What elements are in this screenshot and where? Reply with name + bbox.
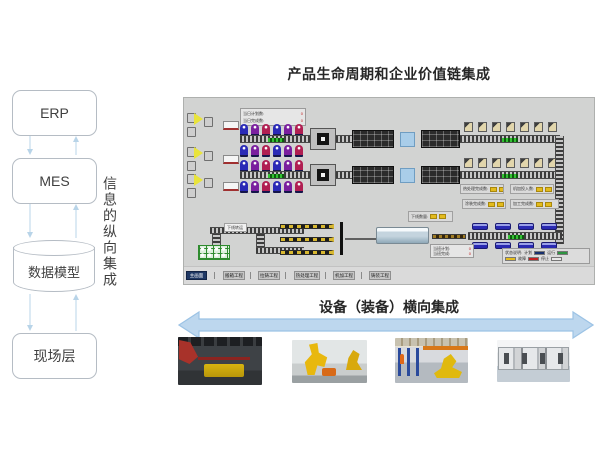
scada-screenshot: 当日计划数: 0 当日完成数: 0 (183, 97, 595, 285)
robot-station-row (464, 158, 557, 168)
data-model-label: 数据模型 (27, 265, 80, 280)
buffer-conveyor (280, 237, 334, 242)
conveyor-belt (460, 171, 560, 179)
horizontal-double-arrow (178, 310, 594, 340)
yellow-die (204, 364, 244, 377)
erp-node: ERP (12, 90, 97, 136)
legend-swatch-fault (528, 257, 539, 261)
workpiece-carrier-row (240, 181, 303, 193)
data-model-cylinder: 数据模型 (13, 240, 95, 292)
vertical-conveyor (212, 227, 221, 251)
station-status-label: 加工完成数: (510, 199, 559, 209)
press-machine-icon (310, 164, 336, 186)
cooling-station (400, 168, 415, 183)
info-row1-value: 0 (300, 111, 303, 116)
photo-cnc-machines (497, 340, 570, 382)
workpiece-carrier-row (240, 124, 303, 136)
conveyor-belt (240, 135, 312, 143)
photo-stamping-press (178, 337, 262, 385)
info-row2-value: 0 (300, 118, 303, 123)
status-legend: 状态说明: 计划 运行 故障 停止 (502, 248, 590, 264)
field-layer-label: 现场层 (33, 348, 76, 364)
roller-conveyor (432, 234, 466, 239)
legend-swatch-idle (505, 257, 516, 261)
field-layer-node: 现场层 (12, 333, 97, 379)
legend-swatch-stop (551, 257, 562, 261)
conveyor-belt (240, 171, 312, 179)
transfer-label: 下线转运 (224, 223, 247, 232)
mes-node: MES (12, 158, 97, 204)
legend-title: 状态说明: (505, 250, 523, 255)
transfer-rail (345, 238, 376, 240)
conveyor-belt (336, 171, 354, 179)
shift-counter-box: 当班计划:0 当班完成:0 (430, 244, 474, 258)
nav-button-casting[interactable]: 拉铸工程 (258, 271, 280, 280)
agv-row (472, 223, 557, 230)
workpiece-carrier-row (240, 145, 303, 157)
info-row2-label: 当日完成数: (243, 118, 265, 123)
line-stop-bar (340, 222, 343, 255)
mes-label: MES (39, 173, 70, 189)
furnace-block (352, 166, 394, 184)
cylinder-top (13, 240, 95, 256)
robot-station-row (464, 122, 557, 132)
nav-button-main[interactable]: 主画面 (186, 271, 207, 280)
scada-title: 产品生命周期和企业价值链集成 (287, 66, 491, 82)
conveyor-belt (336, 135, 354, 143)
nav-button-machining[interactable]: 机加工程 (333, 271, 355, 280)
station-status-label: 涂装完成数: (462, 199, 506, 209)
vertical-conveyor (555, 136, 564, 244)
melting-station-icons (187, 113, 243, 137)
scada-nav-bar: 主画面 搬箱工程 拉铸工程 热处理工程 机加工程 铸装工程 (184, 266, 594, 284)
buffer-conveyor (280, 224, 334, 229)
press-machine-icon (310, 128, 336, 150)
horizontal-integration-label: 设备（装备）横向集成 (319, 299, 459, 315)
photo-assembly-line (395, 338, 468, 383)
furnace-block (352, 130, 394, 148)
station-status-label: 下线数量: (408, 211, 453, 222)
station-status-label: 热处理完成数: (460, 184, 504, 194)
nav-button-heat-treatment[interactable]: 热处理工程 (294, 271, 320, 280)
cooling-tunnel (376, 227, 429, 244)
furnace-block (421, 166, 460, 184)
furnace-block (421, 130, 460, 148)
legend-swatch-plan (534, 251, 546, 255)
conveyor-belt (468, 232, 562, 240)
legend-swatch-run (557, 251, 569, 255)
conveyor-belt (210, 227, 304, 234)
vertical-conveyor (256, 234, 265, 252)
station-status-label: 机加投入数: (510, 184, 554, 194)
melting-station-icons (187, 147, 243, 171)
nav-button-boxing[interactable]: 搬箱工程 (223, 271, 245, 280)
info-row1-label: 当日计划数: (243, 111, 265, 116)
storage-rack (198, 245, 230, 260)
assembly-robot (434, 354, 462, 378)
buffer-conveyor (280, 250, 334, 255)
melting-station-icons (187, 174, 243, 198)
photo-yellow-robot (292, 340, 367, 383)
vertical-integration-label: 信息的纵向集成 (102, 176, 118, 288)
erp-label: ERP (40, 105, 69, 121)
cooling-station (400, 132, 415, 147)
nav-button-assembly[interactable]: 铸装工程 (369, 271, 391, 280)
conveyor-belt (460, 135, 560, 143)
